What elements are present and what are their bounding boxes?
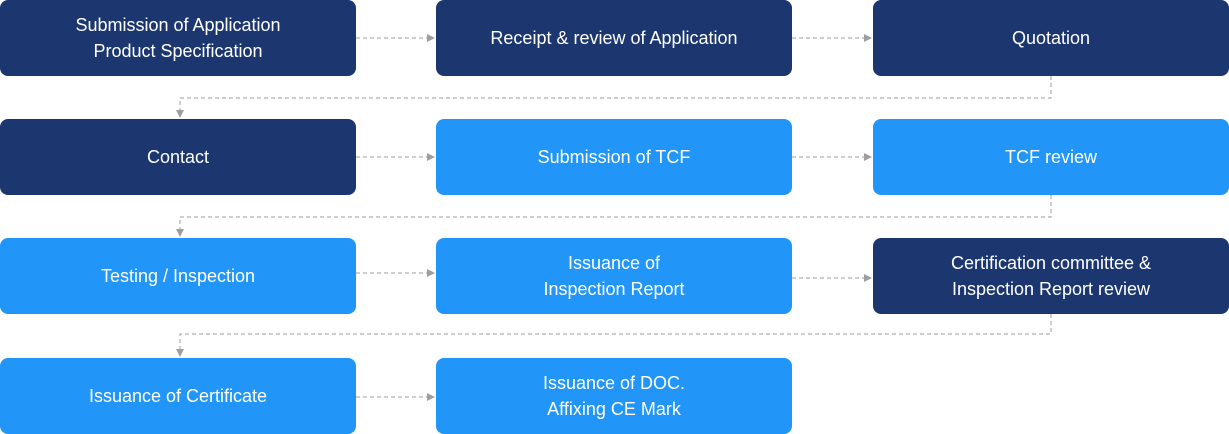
step-receipt-review: Receipt & review of Application [436,0,792,76]
step-label-line: Certification committee & [950,253,1152,273]
step-submission-of-tcf: Submission of TCF [436,119,792,195]
step-label-line: Receipt & review of Application [490,28,738,48]
step-label-line: Contact [146,147,210,167]
step-quotation: Quotation [873,0,1229,76]
step-issuance-of-inspection-report: Issuance of Inspection Report [436,238,792,314]
step-label-line: Issuance of Certificate [88,386,268,406]
step-label-line: Issuance of [567,253,661,273]
step-testing-inspection: Testing / Inspection [0,238,356,314]
step-issuance-of-certificate: Issuance of Certificate [0,358,356,434]
step-tcf-review: TCF review [873,119,1229,195]
step-label-line: Affixing CE Mark [547,399,681,419]
step-certification-committee: Certification committee & Inspection Rep… [873,238,1229,314]
step-label-line: Product Specification [93,41,263,61]
arrow-9-to-10 [176,314,1052,357]
step-contact: Contact [0,119,356,195]
arrow-3-to-4 [176,76,1052,118]
step-label-line: Issuance of DOC. [542,373,686,393]
step-label-line: Inspection Report review [951,279,1151,299]
step-label-line: Submission of TCF [537,147,691,167]
step-label-line: Submission of Application [75,15,281,35]
step-label-line: TCF review [1004,147,1097,167]
step-submission-of-application: Submission of Application Product Specif… [0,0,356,76]
step-label-line: Quotation [1011,28,1091,48]
step-issuance-of-doc: Issuance of DOC. Affixing CE Mark [436,358,792,434]
step-label-line: Inspection Report [543,279,685,299]
step-label-line: Testing / Inspection [100,266,256,286]
arrow-6-to-7 [176,195,1052,237]
